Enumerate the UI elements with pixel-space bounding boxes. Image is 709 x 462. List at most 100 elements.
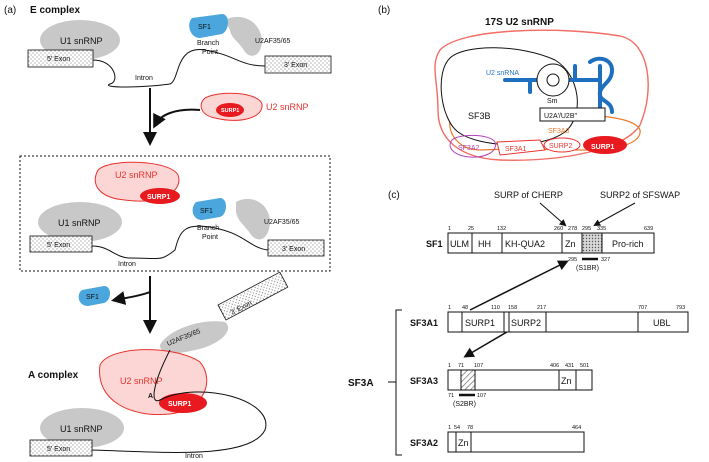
sf3a3-domain-zn: Zn — [561, 376, 572, 386]
u2a-u2b-label: U2A′/U2B″ — [544, 113, 577, 120]
sf1-domain-hh: HH — [478, 239, 491, 249]
sf3a1-tick-158: 158 — [508, 305, 517, 311]
sf3a2-label: SF3A2 — [458, 145, 480, 152]
e-intron-line — [92, 49, 266, 88]
u2a-u2b-box — [539, 107, 606, 122]
mid-u2-label: U2 snRNP — [115, 170, 158, 180]
mid-u2af-label: U2AF35/65 — [264, 219, 300, 226]
mid-intron-line — [91, 225, 269, 260]
a-u2-label: U2 snRNP — [120, 376, 163, 386]
mid-surp1-shape — [140, 188, 180, 204]
sf3a2-bar — [447, 431, 585, 453]
sf3b-label: SF3B — [468, 111, 491, 121]
panel-label-a: (a) — [4, 5, 16, 16]
sf3a2-tick-78: 78 — [467, 425, 473, 431]
free-u2-label: U2 snRNP — [266, 102, 309, 112]
e-complex-title: E complex — [30, 5, 80, 16]
panel-label-c: (c) — [388, 190, 400, 201]
sm-core — [546, 73, 560, 87]
exon5-box — [27, 49, 94, 68]
sf1-domain-ulm: ULM — [450, 239, 469, 249]
sf3a3-bar — [447, 369, 593, 391]
sf3a2-protein-name: SF3A2 — [410, 438, 438, 448]
sf3a-bracket-label: SF3A — [348, 378, 374, 389]
sf3a1-tick-1: 1 — [448, 305, 451, 311]
a-u1-shape — [40, 408, 124, 448]
e-u2af-label: U2AF35/65 — [255, 38, 291, 45]
sf1-tick-335: 335 — [597, 226, 606, 232]
a-surp1-shape — [159, 393, 207, 413]
e-point-label: Point — [202, 49, 218, 56]
a-exon3-box — [217, 271, 289, 321]
sf3a1-domain-ubl: UBL — [653, 318, 671, 328]
sf3a3-label: SF3A3 — [548, 128, 570, 135]
surp2-shape — [543, 137, 581, 153]
mid-sf1-shape — [192, 198, 226, 220]
sf3a1-to-sf1-arrow — [469, 260, 569, 311]
u2-snrna-label: U2 snRNA — [486, 70, 519, 77]
u2-snrna-path — [503, 64, 602, 112]
sf3a2-domain-zn: Zn — [458, 438, 469, 448]
u2-snrna-stem — [588, 56, 615, 114]
sf3a3-tick-501: 501 — [580, 363, 589, 369]
exon5-label: 5′ Exon — [47, 56, 70, 63]
sf3a2-tick-1: 1 — [448, 425, 451, 431]
sf1-domain-pro: Pro-rich — [612, 239, 644, 249]
sf3a1-tick-110: 110 — [491, 305, 500, 311]
a-u1-label: U1 snRNP — [60, 424, 103, 434]
released-sf1: SF1 — [78, 286, 110, 306]
a-exon5-box — [29, 439, 93, 457]
s1br-label: (S1BR) — [576, 265, 599, 272]
sf3a1-tick-217: 217 — [537, 305, 546, 311]
sfswap-arrow — [593, 202, 636, 226]
exon3-label: 3′ Exon — [284, 62, 307, 69]
exon3-box — [264, 55, 332, 74]
sf3a1-bar — [447, 311, 689, 333]
sf1-tick-295: 295 — [582, 226, 591, 232]
b-surp1-label: SURP1 — [591, 144, 614, 151]
sf3a1-protein-name: SF3A1 — [410, 318, 438, 328]
s2br-label: (S2BR) — [453, 401, 476, 408]
intermediate-box — [19, 155, 331, 272]
mid-surp1-label: SURP1 — [147, 194, 170, 201]
sf3a1-tick-707: 707 — [638, 305, 647, 311]
u2-snrnp-diagram: SF3B Sm U2 snRNA U2A′/U2B″ SF3A3 SF3A2 S… — [434, 29, 649, 161]
mid-u1-label: U1 snRNP — [58, 218, 101, 228]
mid-exon3-box — [267, 239, 325, 257]
sf3a2-protein: SF3A2 Zn 1 54 78 464 — [410, 425, 585, 453]
sf3a3-tick-71: 71 — [458, 363, 464, 369]
u2-join-arrow — [153, 108, 201, 129]
a-complex-title: A complex — [28, 370, 79, 381]
sf3a3-tick-1: 1 — [448, 363, 451, 369]
sf3a3-tick-406: 406 — [550, 363, 559, 369]
panel-b-title: 17S U2 snRNP — [485, 17, 554, 28]
free-surp1-shape — [216, 103, 244, 117]
mid-u1-shape — [38, 202, 122, 242]
sf3a1-tick-48: 48 — [462, 305, 468, 311]
mid-point-label: Point — [202, 234, 218, 241]
sf1-domain-kh: KH-QUA2 — [505, 239, 545, 249]
free-u2-snrnp: SURP1 U2 snRNP — [200, 92, 309, 121]
a-complex-diagram: 3′ Exon U2AF35/65 U2 snRNP SURP1 A U1 sn… — [29, 271, 289, 460]
sf1-tick-25: 25 — [468, 226, 474, 232]
sf3a3-protein: SF3A3 Zn 1 71 107 406 431 501 71 107 (S2… — [410, 363, 593, 408]
sf1-protein-name: SF1 — [426, 239, 443, 249]
mid-u2af-shape — [236, 198, 270, 240]
s2br-start: 71 — [448, 393, 454, 399]
surp2-label: SURP2 — [549, 143, 572, 150]
mid-intron-label: Intron — [118, 261, 136, 268]
sf3a2-tick-54: 54 — [454, 425, 460, 431]
sf1-tick-1: 1 — [448, 226, 451, 232]
sf1-tick-260: 260 — [554, 226, 563, 232]
sf3a1-label: SF3A1 — [505, 146, 527, 153]
sf3a3-protein-name: SF3A3 — [410, 376, 438, 386]
sf1-release-arrow — [111, 291, 151, 305]
sf3a3-s2br-region — [460, 369, 476, 391]
surp-cherp-label: SURP of CHERP — [494, 190, 563, 200]
sf3a3-tick-107: 107 — [474, 363, 483, 369]
sf1-s1br-region — [581, 232, 603, 254]
sf1-tick-132: 132 — [497, 226, 506, 232]
s1br-end: 327 — [601, 257, 610, 263]
free-surp1-label: SURP1 — [221, 108, 239, 114]
